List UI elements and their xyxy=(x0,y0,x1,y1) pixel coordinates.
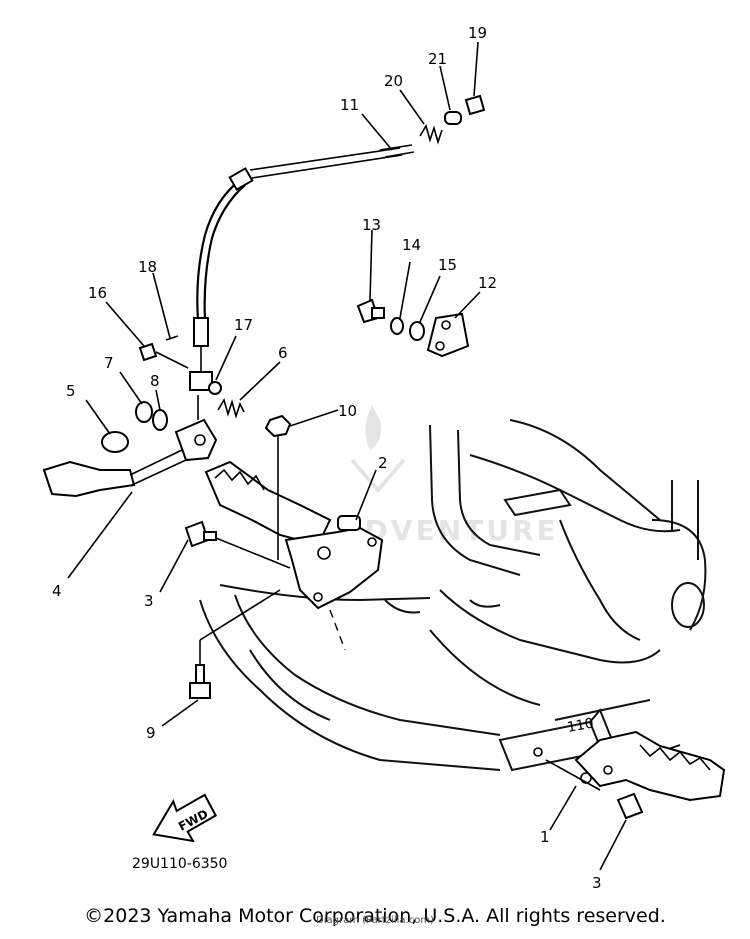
brake-pedal-part-4 xyxy=(42,395,218,498)
cap-part-5 xyxy=(101,431,129,453)
washer-part-8 xyxy=(152,409,168,431)
spring-part-20 xyxy=(419,124,443,145)
leader-lines xyxy=(67,41,627,871)
pin-part-21 xyxy=(444,111,462,125)
bolt-part-13 xyxy=(356,298,385,324)
bolt-part-9 xyxy=(189,664,211,699)
copyright-overlay-text: Diagram (Partzilla.com) xyxy=(316,915,434,926)
washer-part-15 xyxy=(409,321,425,341)
bolt-part-3-lower xyxy=(616,792,644,820)
footrest-part-1 xyxy=(574,730,726,802)
frame-mark-upper: 110 xyxy=(566,716,595,736)
joint-part-19 xyxy=(464,94,486,116)
callout-3-upper: 3 xyxy=(144,592,154,610)
bolt-part-3-upper xyxy=(184,520,217,548)
bolt-part-16 xyxy=(138,342,158,362)
washer-part-7 xyxy=(135,401,153,423)
callout-8: 8 xyxy=(150,372,160,390)
callout-3-lower: 3 xyxy=(592,874,602,892)
callout-19: 19 xyxy=(468,24,487,42)
washer-part-14 xyxy=(390,317,404,335)
callout-9: 9 xyxy=(146,724,156,742)
callout-6: 6 xyxy=(278,344,288,362)
callout-1: 1 xyxy=(540,828,550,846)
callout-13: 13 xyxy=(362,216,381,234)
footrest-part-2 xyxy=(204,460,384,610)
diagram-part-code: 29U110-6350 xyxy=(132,856,227,872)
cotter-pin-part-18 xyxy=(165,335,179,341)
callout-16: 16 xyxy=(88,284,107,302)
callout-7: 7 xyxy=(104,354,114,372)
callout-labels: 19 21 20 11 13 14 15 12 18 16 17 6 7 8 5… xyxy=(52,24,602,892)
callout-21: 21 xyxy=(428,50,447,68)
callout-4: 4 xyxy=(52,582,62,600)
nut-part-10 xyxy=(264,414,292,438)
nut-part-17 xyxy=(208,381,222,395)
brake-cable xyxy=(189,144,415,391)
callout-18: 18 xyxy=(138,258,157,276)
fwd-arrow-icon: FWD xyxy=(152,793,218,843)
callout-11: 11 xyxy=(340,96,359,114)
callout-10: 10 xyxy=(338,402,357,420)
frame-drawing xyxy=(199,419,707,772)
watermark-logo xyxy=(350,405,406,494)
callout-20: 20 xyxy=(384,72,403,90)
callout-5: 5 xyxy=(66,382,76,400)
callout-15: 15 xyxy=(438,256,457,274)
callout-2: 2 xyxy=(378,454,388,472)
copyright-notice: ©2023 Yamaha Motor Corporation, U.S.A. A… xyxy=(84,905,666,927)
callout-12: 12 xyxy=(478,274,497,292)
callout-14: 14 xyxy=(402,236,421,254)
bracket-part-12 xyxy=(426,312,470,358)
callout-17: 17 xyxy=(234,316,253,334)
spring-part-6 xyxy=(217,398,245,419)
